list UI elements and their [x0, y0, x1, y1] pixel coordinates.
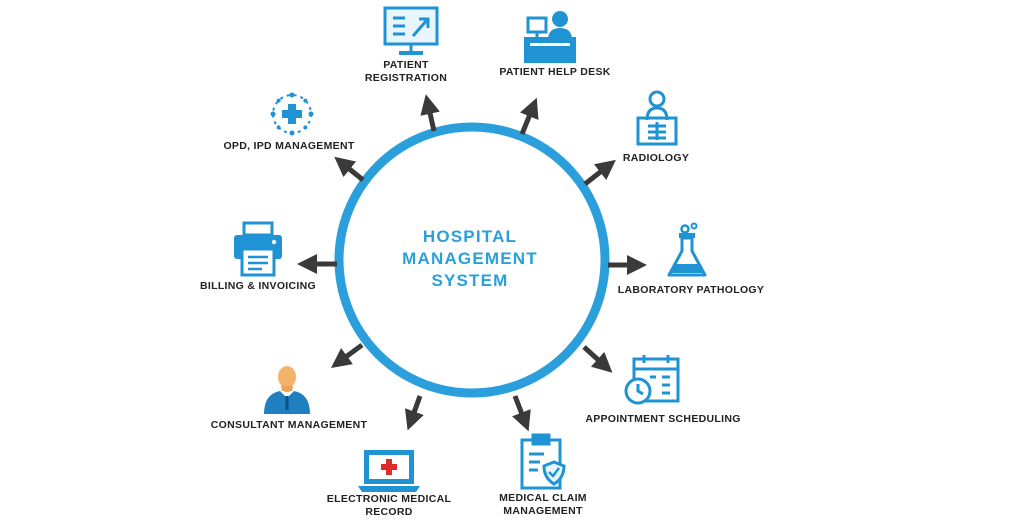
help-desk-icon: [524, 11, 576, 63]
label-medical-claim-management: MEDICAL CLAIM MANAGEMENT: [493, 492, 593, 518]
label-consultant-management: CONSULTANT MANAGEMENT: [202, 419, 376, 432]
label-line: MANAGEMENT: [503, 505, 583, 517]
label-appointment-scheduling: APPOINTMENT SCHEDULING: [578, 413, 748, 426]
label-patient-registration: PATIENT REGISTRATION: [351, 59, 461, 85]
label-line: MEDICAL CLAIM: [499, 492, 587, 504]
clipboard-shield-icon: [520, 433, 566, 490]
label-opd-ipd-management: OPD, IPD MANAGEMENT: [218, 140, 360, 153]
label-line: RECORD: [365, 506, 413, 518]
label-line: OPD, IPD MANAGEMENT: [223, 140, 355, 152]
label-line: APPOINTMENT SCHEDULING: [585, 413, 741, 425]
center-title-line: SYSTEM: [431, 271, 509, 290]
arrow-patient-registration: [420, 94, 440, 132]
printer-icon: [234, 221, 282, 277]
label-line: BILLING & INVOICING: [200, 280, 316, 292]
consultant-icon: [264, 366, 310, 414]
medical-cross-icon: [270, 92, 314, 136]
arrow-appointment-scheduling: [582, 345, 613, 373]
label-line: ELECTRONIC MEDICAL: [326, 493, 452, 505]
label-line: CONSULTANT MANAGEMENT: [210, 419, 368, 431]
label-billing-invoicing: BILLING & INVOICING: [192, 280, 324, 293]
arrow-consultant-management: [330, 342, 364, 368]
monitor-icon: [383, 6, 439, 55]
center-title: HOSPITAL MANAGEMENT SYSTEM: [360, 226, 580, 292]
label-line: PATIENT: [383, 59, 429, 71]
center-title-line: MANAGEMENT: [402, 249, 538, 268]
flask-icon: [667, 222, 707, 277]
label-line: REGISTRATION: [364, 72, 448, 84]
label-line: LABORATORY PATHOLOGY: [617, 284, 765, 296]
laptop-medical-icon: [358, 450, 420, 492]
label-line: RADIOLOGY: [622, 152, 690, 164]
xray-icon: [636, 90, 678, 146]
arrow-patient-help-desk: [519, 97, 539, 135]
arrow-radiology: [583, 159, 616, 186]
label-radiology: RADIOLOGY: [616, 152, 696, 165]
central-ring: [334, 122, 610, 398]
arrow-electronic-medical-record: [404, 395, 424, 431]
label-line: PATIENT HELP DESK: [499, 66, 611, 78]
arrow-medical-claim-management: [512, 395, 531, 432]
calendar-clock-icon: [624, 355, 680, 405]
arrow-opd-ipd-management: [334, 156, 365, 182]
label-laboratory-pathology: LABORATORY PATHOLOGY: [611, 284, 771, 297]
label-electronic-medical-record: ELECTRONIC MEDICAL RECORD: [319, 493, 459, 519]
center-title-line: HOSPITAL: [422, 227, 518, 246]
label-patient-help-desk: PATIENT HELP DESK: [490, 66, 620, 79]
